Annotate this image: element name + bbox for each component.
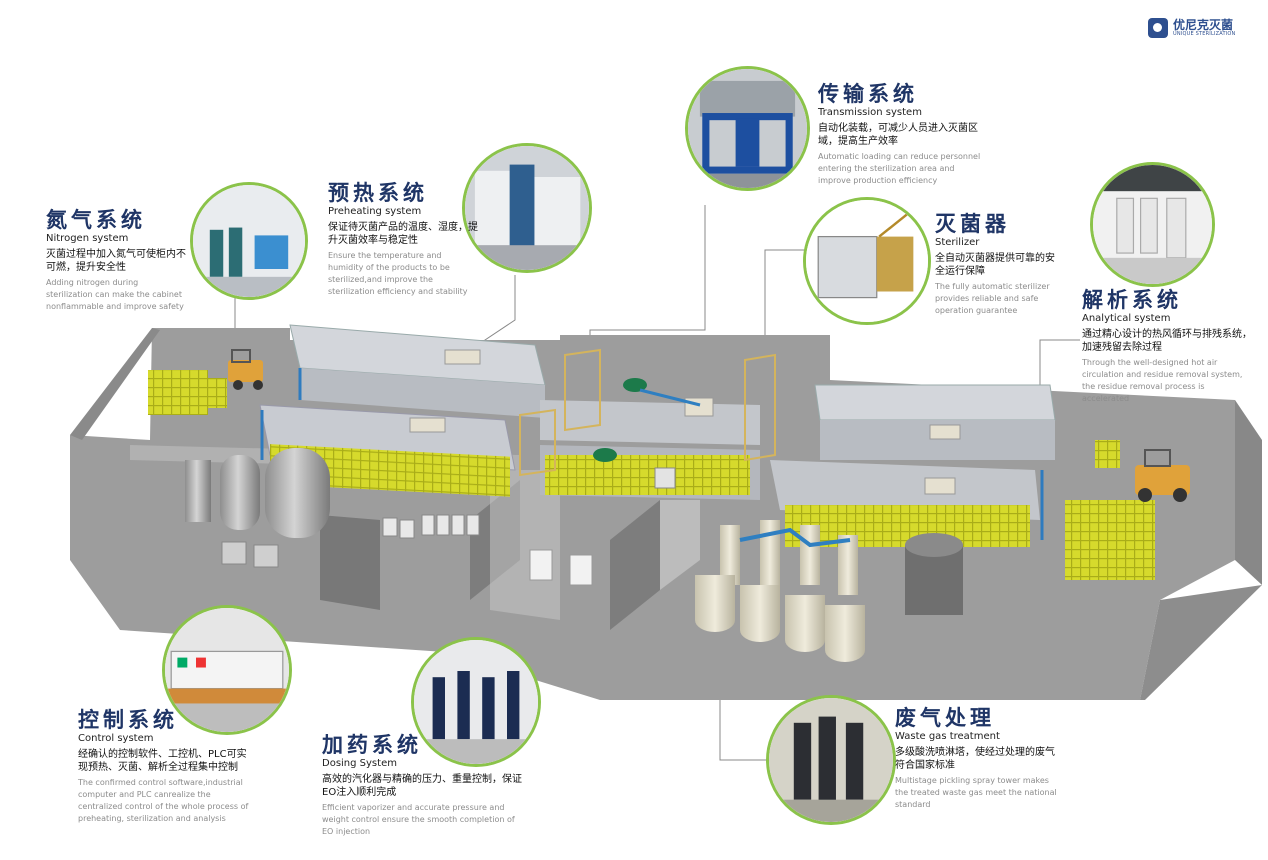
dosing-photo — [411, 637, 541, 767]
control-photo — [162, 605, 292, 735]
brand-name-cn: 优尼克灭菌 — [1173, 18, 1234, 32]
waste-title-en: Waste gas treatment — [895, 731, 1000, 742]
logo-icon — [1148, 18, 1168, 38]
analytical-desc-cn: 通过精心设计的热风循环与排残系统，加速残留去除过程 — [1082, 329, 1252, 353]
dosing-block: 加药系统 Dosing System 高效的汽化器与精确的压力、重量控制，保证E… — [322, 733, 522, 838]
analytical-desc-en: Through the well-designed hot air circul… — [1082, 358, 1243, 403]
brand-name-en: UNIQUE STERILIZATION — [1173, 31, 1236, 37]
waste-block: 废气处理 Waste gas treatment 多级酸洗喷淋塔，使经过处理的废… — [895, 706, 1060, 811]
preheating-desc-cn: 保证待灭菌产品的温度、湿度，提升灭菌效率与稳定性 — [328, 222, 478, 246]
chambers — [259, 324, 1056, 547]
control-title-en: Control system — [78, 733, 154, 744]
sterilizer-title-en: Sterilizer — [935, 237, 980, 248]
dosing-photo-image — [414, 640, 538, 764]
nitrogen-photo — [190, 182, 308, 300]
control-block: 控制系统 Control system 经确认的控制软件、工控机、PLC可实现预… — [78, 708, 256, 825]
analytical-block: 解析系统 Analytical system 通过精心设计的热风循环与排残系统，… — [1082, 288, 1254, 405]
sterilizer-photo-image — [806, 200, 928, 322]
brand-logo: 优尼克灭菌 UNIQUE STERILIZATION — [1148, 16, 1258, 42]
dosing-units — [529, 549, 593, 586]
sterilizer-block: 灭菌器 Sterilizer 全自动灭菌器提供可靠的安全运行保障 The ful… — [935, 212, 1055, 317]
analytical-photo-image — [1093, 165, 1212, 284]
transmission-photo-image — [688, 69, 807, 188]
transmission-title-en: Transmission system — [818, 107, 922, 118]
nitrogen-title-cn: 氮气系统 — [46, 208, 146, 232]
sterilizer-desc-cn: 全自动灭菌器提供可靠的安全运行保障 — [935, 253, 1055, 277]
transmission-desc-cn: 自动化装载，可减少人员进入灭菌区域，提高生产效率 — [818, 123, 978, 147]
preheating-title-en: Preheating system — [328, 206, 422, 217]
sterilizer-photo — [803, 197, 931, 325]
waste-towers — [695, 520, 963, 662]
forklifts — [228, 349, 1190, 502]
analytical-photo — [1090, 162, 1215, 287]
control-desc-cn: 经确认的控制软件、工控机、PLC可实现预热、灭菌、解析全过程集中控制 — [78, 749, 247, 773]
sterilizer-desc-en: The fully automatic sterilizer provides … — [935, 282, 1050, 315]
nitrogen-desc-en: Adding nitrogen during sterilization can… — [46, 278, 184, 311]
control-title-cn: 控制系统 — [78, 708, 178, 732]
nitrogen-photo-image — [193, 185, 305, 297]
waste-photo — [766, 695, 896, 825]
dosing-desc-en: Efficient vaporizer and accurate pressur… — [322, 803, 515, 836]
preheating-title-cn: 预热系统 — [328, 181, 428, 205]
control-photo-image — [165, 608, 289, 732]
pallets — [148, 370, 1155, 580]
dosing-title-cn: 加药系统 — [322, 733, 422, 757]
analytical-title-en: Analytical system — [1082, 313, 1171, 324]
walls — [320, 470, 700, 630]
transmission-block: 传输系统 Transmission system 自动化装载，可减少人员进入灭菌… — [818, 82, 983, 187]
waste-desc-en: Multistage pickling spray tower makes th… — [895, 776, 1057, 809]
nitrogen-tanks — [185, 448, 330, 568]
waste-desc-cn: 多级酸洗喷淋塔，使经过处理的废气符合国家标准 — [895, 747, 1055, 771]
preheating-block: 预热系统 Preheating system 保证待灭菌产品的温度、湿度，提升灭… — [328, 181, 478, 298]
control-cabinets — [382, 514, 480, 539]
preheating-desc-en: Ensure the temperature and humidity of t… — [328, 251, 468, 296]
dosing-desc-cn: 高效的汽化器与精确的压力、重量控制，保证EO注入顺利完成 — [322, 774, 522, 798]
sterilizer-title-cn: 灭菌器 — [935, 212, 1010, 236]
dosing-title-en: Dosing System — [322, 758, 397, 769]
nitrogen-desc-cn: 灭菌过程中加入氮气可使柜内不可燃，提升安全性 — [46, 249, 186, 273]
nitrogen-title-en: Nitrogen system — [46, 233, 129, 244]
transmission-title-cn: 传输系统 — [818, 82, 918, 106]
preheating-photo — [462, 143, 592, 273]
waste-title-cn: 废气处理 — [895, 706, 995, 730]
waste-photo-image — [769, 698, 893, 822]
transmission-photo — [685, 66, 810, 191]
analytical-title-cn: 解析系统 — [1082, 288, 1182, 312]
control-desc-en: The confirmed control software,industria… — [78, 778, 249, 823]
preheating-photo-image — [465, 146, 589, 270]
transmission-desc-en: Automatic loading can reduce personnel e… — [818, 152, 981, 185]
nitrogen-block: 氮气系统 Nitrogen system 灭菌过程中加入氮气可使柜内不可燃，提升… — [46, 208, 186, 313]
